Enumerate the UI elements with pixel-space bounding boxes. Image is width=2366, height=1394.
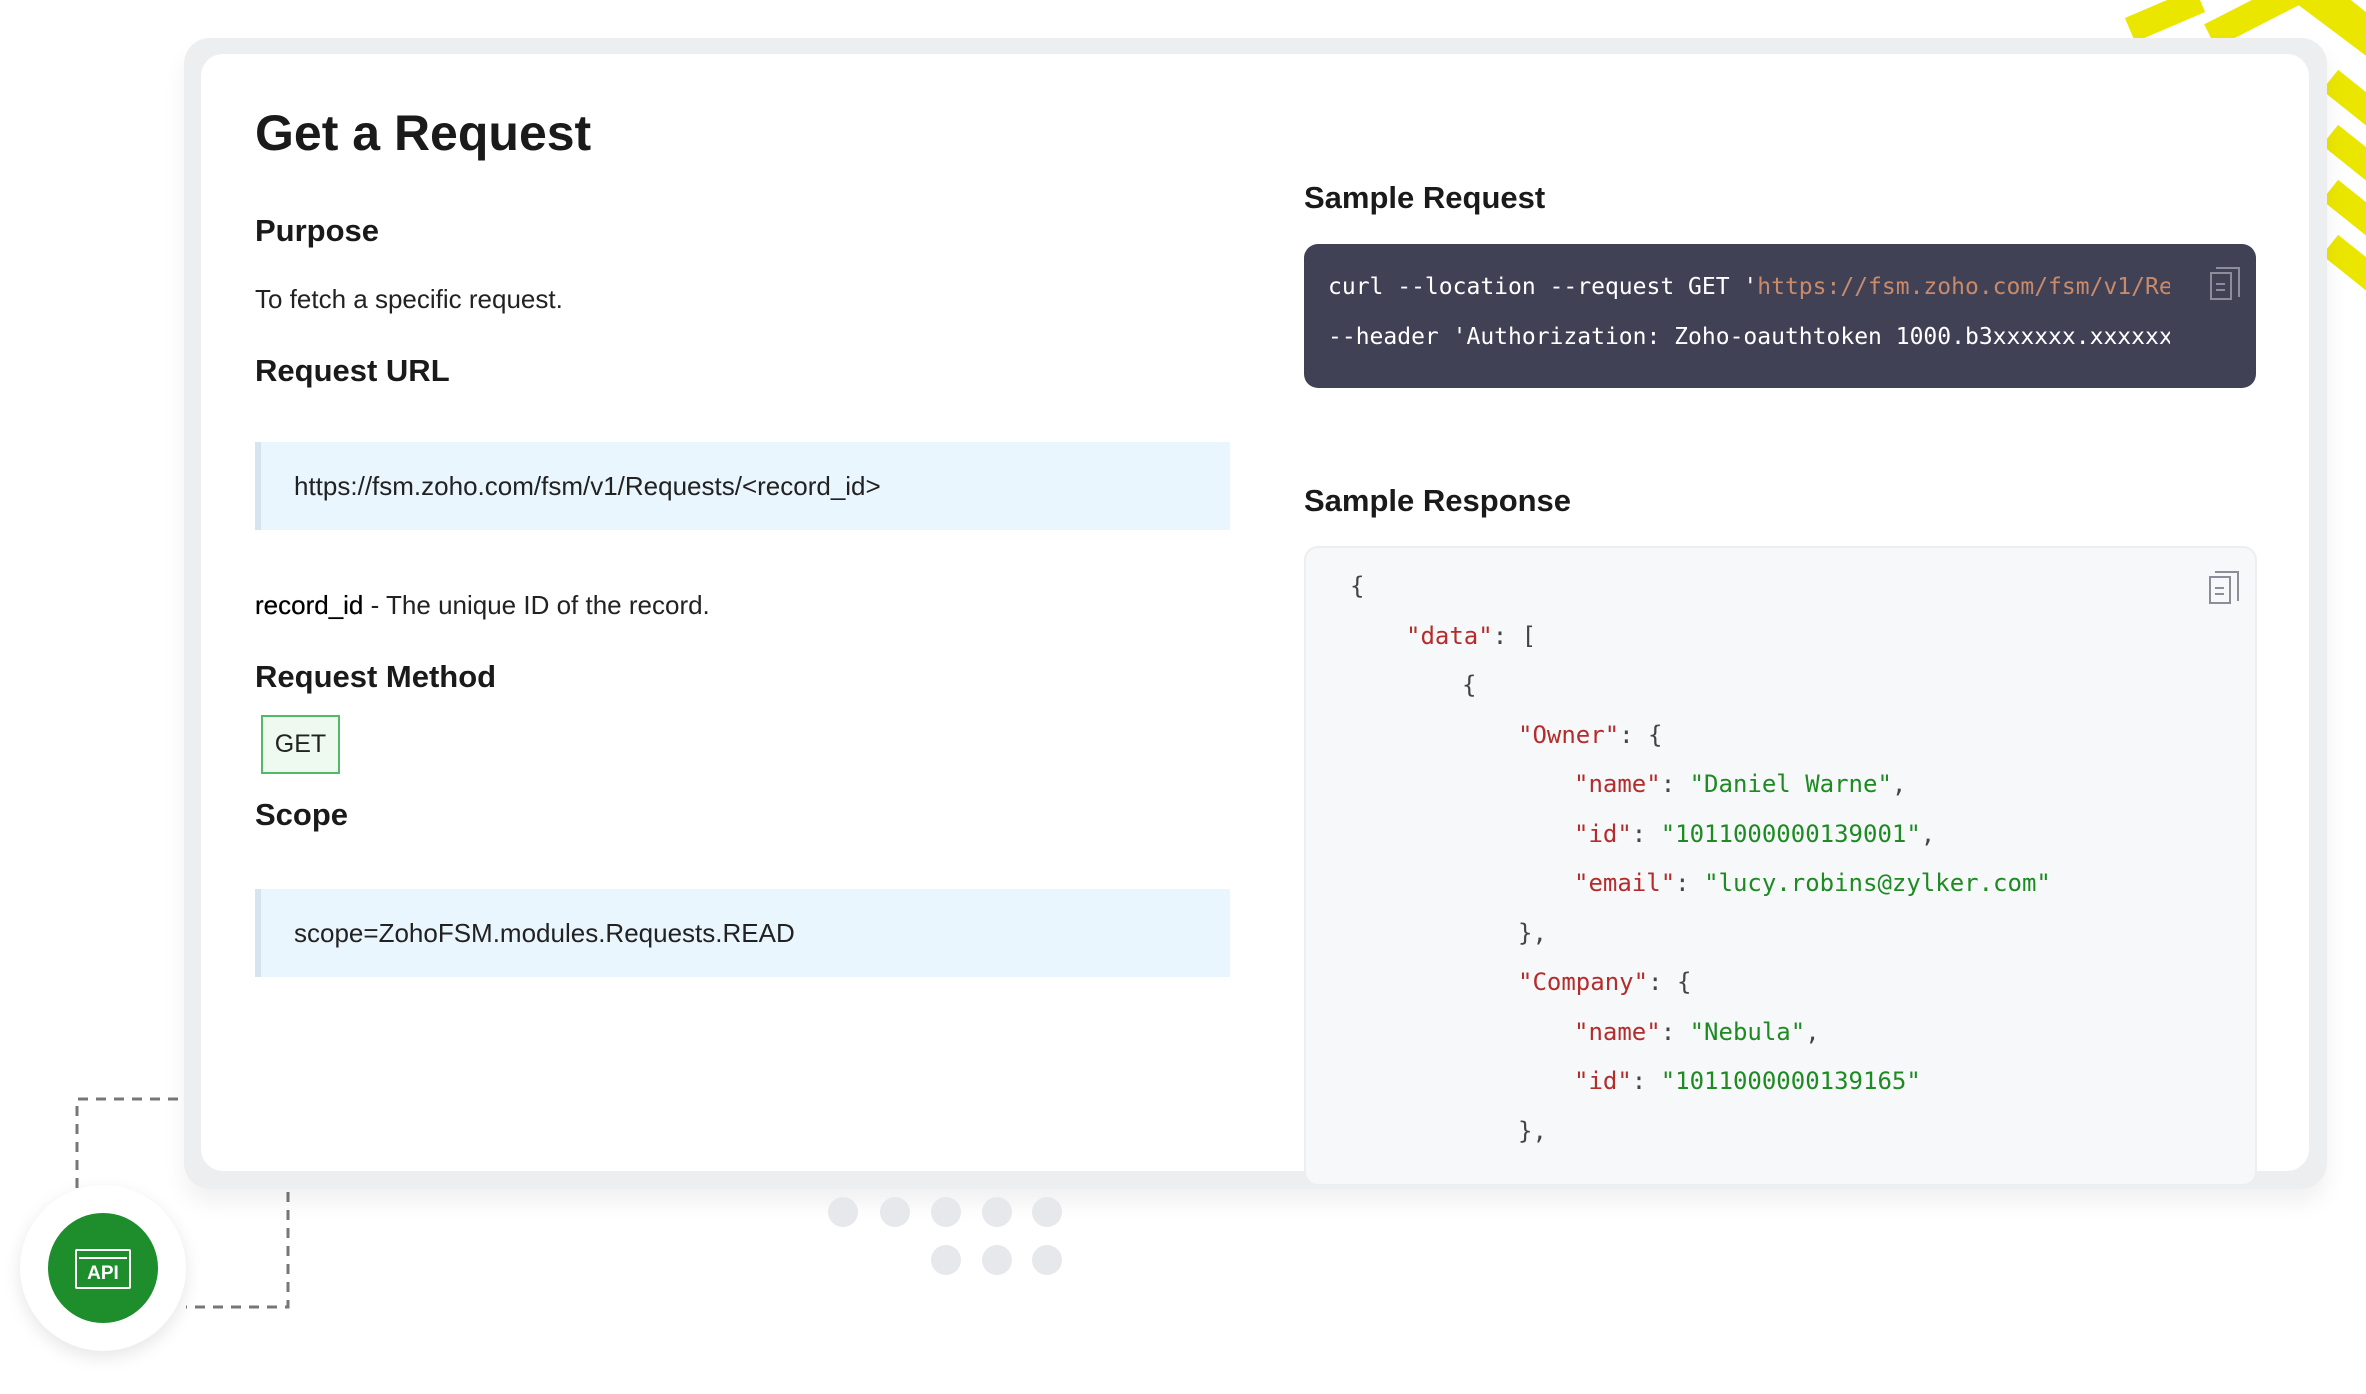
api-icon: API — [48, 1213, 158, 1323]
json-line: "id": "1011000000139165" — [1574, 1067, 1921, 1095]
json-value: "lucy.robins@zylker.com" — [1704, 869, 2051, 897]
json-key: "Owner" — [1518, 720, 1620, 749]
json-punct: }, — [1518, 918, 1547, 947]
json-line: }, — [1518, 919, 1547, 947]
code-line: --header 'Authorization: Zoho-oauthtoken… — [1328, 324, 2170, 350]
json-line: { — [1350, 572, 1364, 600]
json-line: "name": "Daniel Warne", — [1574, 770, 1906, 798]
json-sep: : — [1660, 770, 1690, 798]
json-value: "Nebula" — [1689, 1017, 1806, 1046]
json-sep: : — [1631, 1067, 1661, 1095]
sample-request-heading: Sample Request — [1304, 180, 1546, 215]
json-key: "email" — [1574, 869, 1676, 897]
scope-heading: Scope — [255, 797, 349, 832]
json-line: "Company": { — [1518, 968, 1691, 996]
purpose-heading: Purpose — [255, 213, 380, 248]
json-punct: , — [1920, 819, 1936, 848]
code-line: curl --location --request GET 'https://f… — [1328, 274, 2170, 300]
json-line: "id": "1011000000139001", — [1574, 820, 1935, 848]
json-value: "1011000000139001" — [1660, 819, 1921, 848]
method-badge: GET — [261, 715, 340, 774]
sample-request-code: curl --location --request GET 'https://f… — [1304, 244, 2256, 388]
json-punct: , — [1805, 1017, 1820, 1046]
json-sep: : — [1660, 1017, 1690, 1046]
json-key: "name" — [1574, 770, 1661, 798]
param-name: record_id — [255, 590, 364, 620]
json-key: "id" — [1574, 1067, 1632, 1095]
scope-value[interactable]: scope=ZohoFSM.modules.Requests.READ — [294, 918, 795, 948]
request-method-heading: Request Method — [255, 659, 497, 694]
json-key: "name" — [1574, 1017, 1661, 1046]
json-punct: }, — [1518, 1116, 1547, 1145]
json-punct: { — [1350, 572, 1365, 600]
scope-box: scope=ZohoFSM.modules.Requests.READ — [255, 889, 1230, 977]
json-key: "Company" — [1518, 968, 1649, 996]
request-url-heading: Request URL — [255, 353, 450, 388]
json-line: "name": "Nebula", — [1574, 1018, 1820, 1046]
json-value: "1011000000139165" — [1660, 1067, 1921, 1095]
json-sep: : — [1631, 819, 1661, 848]
request-url-box: https://fsm.zoho.com/fsm/v1/Requests/<re… — [255, 442, 1230, 530]
json-key: "id" — [1574, 819, 1632, 848]
json-line: { — [1462, 671, 1476, 699]
yellow-stripes-decoration — [2124, 0, 2366, 291]
code-url: https://fsm.zoho.com/fsm/v1/Requests/101… — [1757, 274, 2170, 300]
json-punct: : [ — [1492, 621, 1537, 650]
page-title: Get a Request — [255, 105, 592, 161]
json-line: "Owner": { — [1518, 721, 1663, 749]
api-badge: API — [20, 1185, 186, 1351]
json-line: "email": "lucy.robins@zylker.com" — [1574, 869, 2051, 897]
request-url[interactable]: https://fsm.zoho.com/fsm/v1/Requests/<re… — [294, 471, 881, 501]
json-punct: , — [1891, 770, 1907, 798]
json-sep: : — [1675, 869, 1705, 897]
json-punct: : { — [1619, 720, 1663, 749]
param-description: record_id - The unique ID of the record. — [255, 590, 710, 621]
json-line: }, — [1518, 1117, 1547, 1145]
copy-icon[interactable] — [2209, 571, 2239, 604]
json-key: "data" — [1406, 621, 1493, 650]
api-label: API — [87, 1263, 119, 1284]
sample-response-code: {"data": [{"Owner": {"name": "Daniel War… — [1304, 546, 2257, 1186]
dashed-connector — [75, 1097, 290, 1309]
param-desc: - The unique ID of the record. — [363, 590, 710, 620]
json-line: "data": [ — [1406, 622, 1536, 650]
code-text: curl --location --request GET ' — [1328, 274, 1758, 300]
sample-response-heading: Sample Response — [1304, 483, 1572, 518]
copy-icon[interactable] — [2210, 267, 2240, 300]
json-punct: : { — [1648, 968, 1692, 996]
json-value: "Daniel Warne" — [1689, 770, 1892, 798]
json-punct: { — [1462, 671, 1477, 699]
purpose-text: To fetch a specific request. — [255, 284, 563, 314]
